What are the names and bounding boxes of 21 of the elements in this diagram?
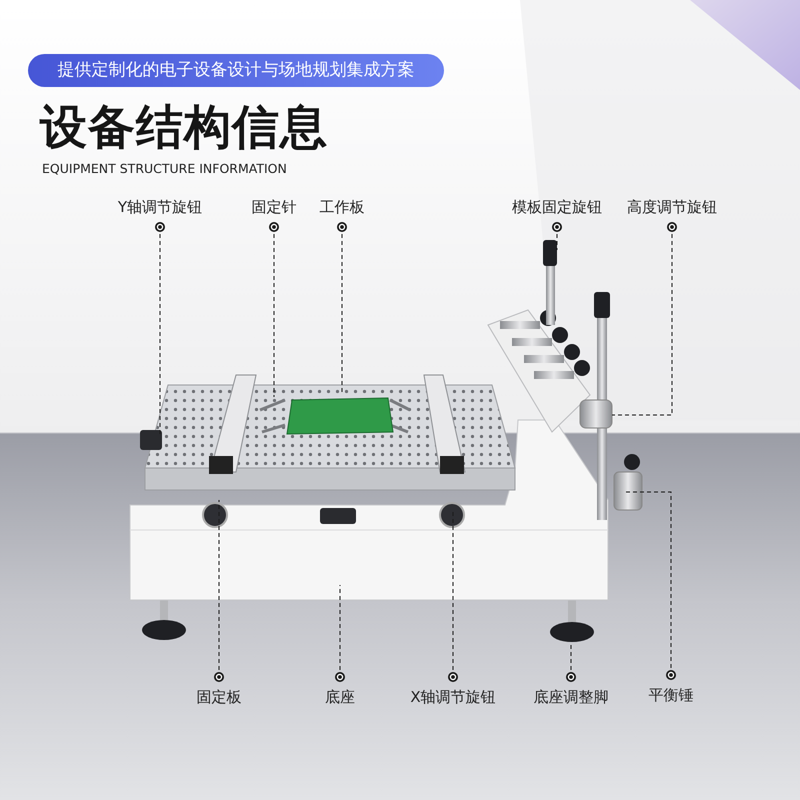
leader-line [269, 222, 279, 398]
leader-line [626, 492, 676, 680]
leader-line [552, 222, 562, 250]
banner-pill: 提供定制化的电子设备设计与场地规划集成方案 [28, 54, 444, 87]
callout-label: X轴调节旋钮 [410, 687, 496, 707]
callout-label: 底座调整脚 [534, 687, 608, 707]
leader-line [214, 500, 224, 682]
callout-label: 平衡锤 [648, 685, 694, 705]
leader-line [155, 222, 165, 436]
callout-label: Y轴调节旋钮 [118, 197, 202, 217]
title: 设备结构信息 [40, 99, 328, 157]
leader-line [448, 512, 458, 682]
leader-line [335, 584, 345, 682]
callout-label: 固定板 [196, 687, 242, 707]
callout-label: 底座 [325, 687, 355, 707]
callout-label: 固定针 [252, 197, 296, 217]
leader-line [612, 222, 677, 416]
callout-label: 工作板 [320, 197, 364, 217]
callout-label: 模板固定旋钮 [512, 197, 602, 217]
subtitle: EQUIPMENT STRUCTURE INFORMATION [42, 161, 287, 177]
callout-label: 高度调节旋钮 [627, 197, 717, 217]
